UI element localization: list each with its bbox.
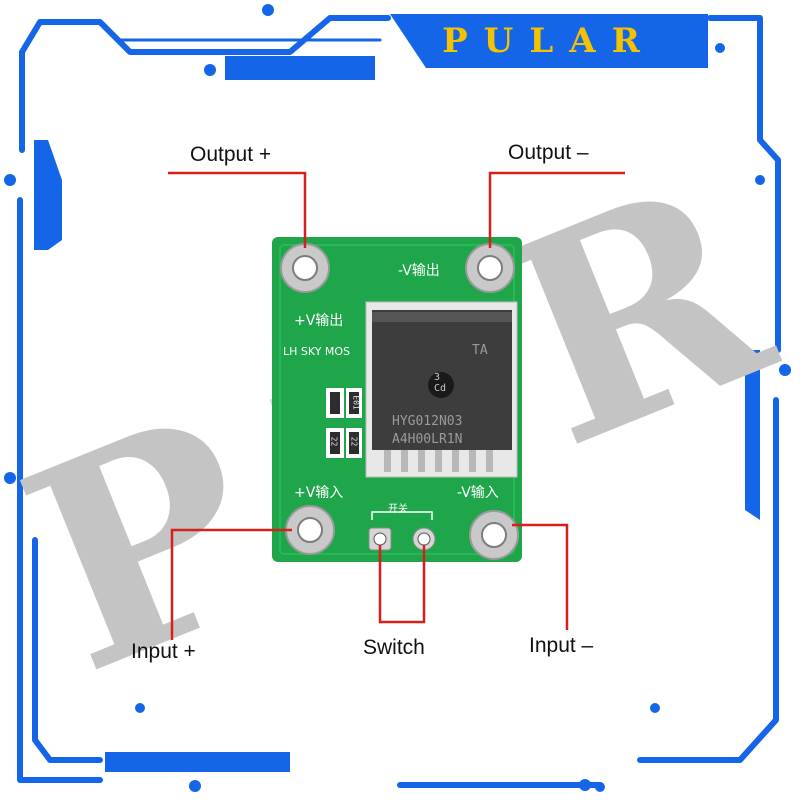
component-label-22b: 22 [349, 436, 359, 447]
switch-pads [368, 527, 436, 551]
silk-in-minus: -V输入 [457, 485, 499, 501]
terminal-output-minus [465, 243, 515, 293]
silk-out-minus: -V输出 [398, 263, 440, 279]
brand-banner-shape [390, 14, 708, 68]
silk-out-plus: +V输出 [294, 313, 344, 329]
chip-brand: TA [472, 343, 488, 358]
terminal-output-plus [280, 243, 330, 293]
chip-part-number: HYG012N03 [392, 414, 463, 429]
callout-input-plus: Input + [131, 640, 196, 663]
smd-components [326, 388, 362, 458]
leader-lines [168, 171, 625, 640]
terminal-input-plus [285, 505, 335, 555]
silk-in-plus: +V输入 [294, 485, 344, 501]
callout-switch: Switch [363, 636, 425, 659]
callout-output-minus: Output – [508, 141, 589, 164]
terminal-input-minus [469, 510, 519, 560]
chip-lot-code: A4H00LR1N [392, 432, 463, 447]
component-label-22a: 22 [329, 436, 339, 447]
silk-model: LH SKY MOS [283, 345, 351, 358]
component-label-e01: E01 [351, 395, 361, 410]
callout-input-minus: Input – [529, 634, 594, 657]
silk-switch: 开关 [388, 504, 408, 515]
chip-logo: 3 Cd [434, 372, 447, 394]
brand-name: PULAR [442, 21, 656, 61]
brand-banner: PULAR [390, 14, 708, 68]
callout-output-plus: Output + [190, 143, 272, 166]
